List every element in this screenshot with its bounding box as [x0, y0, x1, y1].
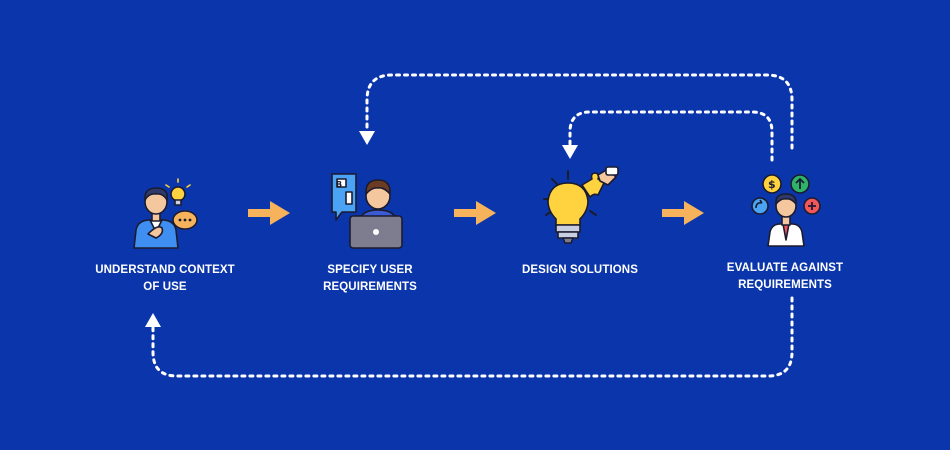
flow-arrow-1 — [248, 201, 290, 225]
loop-evaluate-to-design — [568, 110, 774, 162]
evaluator-person-icon: $ — [751, 174, 821, 247]
loop-arrowhead-context — [145, 313, 161, 327]
lightbulb-puzzle-icon — [543, 166, 619, 244]
loop-evaluate-to-specify — [365, 73, 794, 150]
loop-evaluate-to-context — [151, 296, 794, 378]
person-laptop-icon: B — [331, 173, 403, 249]
flow-arrow-3 — [662, 201, 704, 225]
step-label-design-solutions: DESIGN SOLUTIONS — [522, 264, 638, 276]
step-label-evaluate-requirements: EVALUATE AGAINST REQUIREMENTS — [726, 262, 844, 291]
step-label-understand-context: UNDERSTAND CONTEXT OF USE — [95, 264, 235, 293]
loop-arrowhead-design — [562, 145, 578, 159]
svg-text:B: B — [336, 180, 342, 189]
svg-text:$: $ — [768, 178, 776, 191]
step-label-specify-requirements: SPECIFY USER REQUIREMENTS — [323, 264, 417, 293]
flow-arrow-2 — [454, 201, 496, 225]
thinking-person-icon — [133, 178, 198, 249]
loop-arrowhead-specify — [359, 131, 375, 145]
